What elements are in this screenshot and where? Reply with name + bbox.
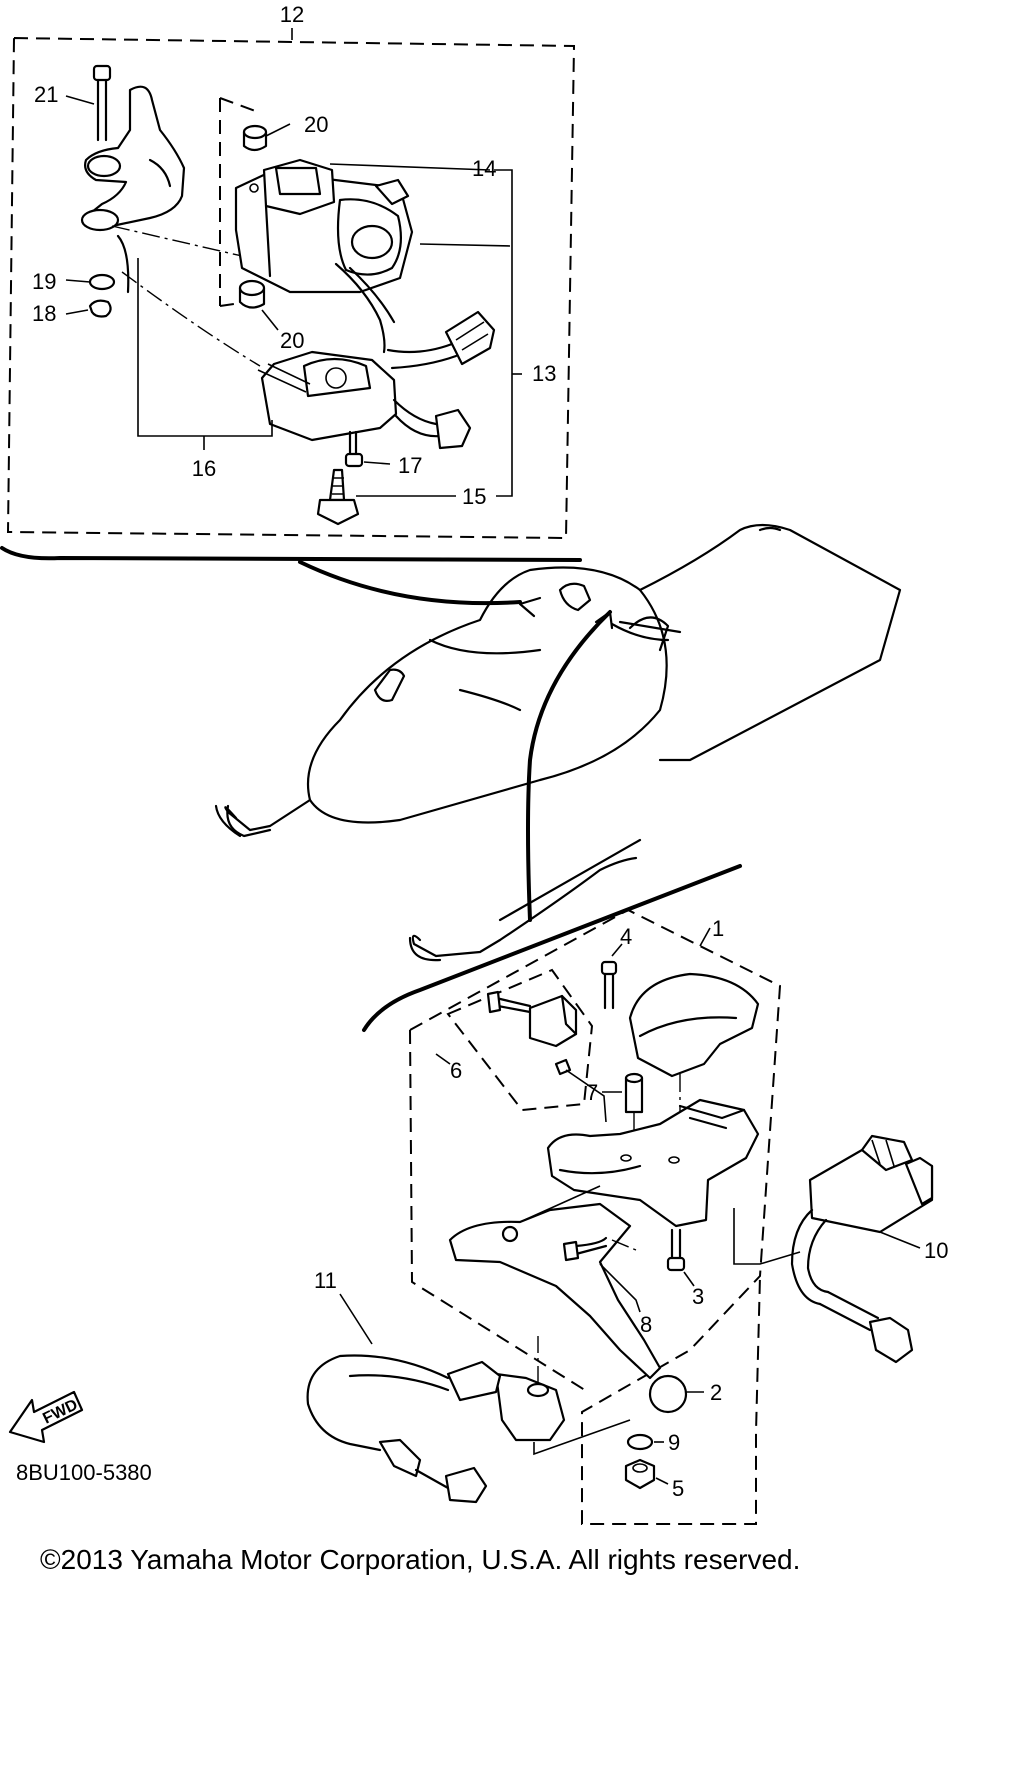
unit-16: 16 — [137, 258, 472, 481]
bolt-3: 3 — [666, 1228, 704, 1309]
nut-5: 5 — [624, 1458, 684, 1501]
washer-19: 19 — [32, 269, 116, 294]
bolt-15: 15 — [316, 468, 486, 526]
lever-bracket — [546, 1098, 760, 1228]
screw-8: 8 — [562, 1236, 652, 1337]
assembly-1-outline: 1 — [409, 908, 782, 1525]
callout-18: 18 — [32, 301, 56, 326]
callout-5: 5 — [672, 1476, 684, 1501]
inset-assembly-12: 12 — [0, 2, 582, 562]
callout-4: 4 — [620, 924, 632, 949]
bracket — [80, 85, 186, 294]
callout-19: 19 — [32, 269, 56, 294]
clip-18: 18 — [32, 299, 112, 326]
lever-2: 2 — [448, 1185, 722, 1414]
subassembly-6: 6 — [435, 968, 607, 1123]
callout-17: 17 — [398, 453, 422, 478]
callout-14: 14 — [472, 156, 496, 181]
callout-8: 8 — [640, 1312, 652, 1337]
callout-21: 21 — [34, 82, 58, 107]
callout-16: 16 — [192, 456, 216, 481]
callout-20-upper: 20 — [304, 112, 328, 137]
cover — [628, 972, 760, 1078]
callout-3: 3 — [692, 1284, 704, 1309]
switch-unit-10: 10 — [733, 1134, 948, 1364]
callout-13: 13 — [532, 361, 556, 386]
callout-6: 6 — [450, 1058, 462, 1083]
callout-12: 12 — [280, 2, 304, 27]
screw-4: 4 — [600, 924, 632, 1010]
callout-7: 7 — [586, 1080, 598, 1105]
drawing-code: 8BU100-5380 — [16, 1460, 152, 1485]
bolt-21: 21 — [34, 64, 112, 142]
callout-9: 9 — [668, 1430, 680, 1455]
screw-17: 17 — [344, 430, 422, 478]
callout-bracket-13: 13 — [494, 169, 556, 497]
copyright-notice: ©2013 Yamaha Motor Corporation, U.S.A. A… — [40, 1544, 801, 1575]
callout-15: 15 — [462, 484, 486, 509]
control-unit-14: 14 — [234, 156, 511, 370]
callout-2: 2 — [710, 1380, 722, 1405]
callout-20-lower: 20 — [280, 328, 304, 353]
washer-9: 9 — [626, 1430, 680, 1455]
grommet-20-upper: 20 — [242, 112, 328, 152]
fwd-arrow-icon: FWD — [8, 1390, 84, 1444]
callout-1: 1 — [712, 916, 724, 941]
callout-10: 10 — [924, 1238, 948, 1263]
callout-11: 11 — [314, 1268, 337, 1293]
snowmobile-outline — [214, 523, 902, 1032]
sensor-11: 11 — [306, 1268, 631, 1504]
grommet-20-lower: 20 — [238, 279, 304, 353]
